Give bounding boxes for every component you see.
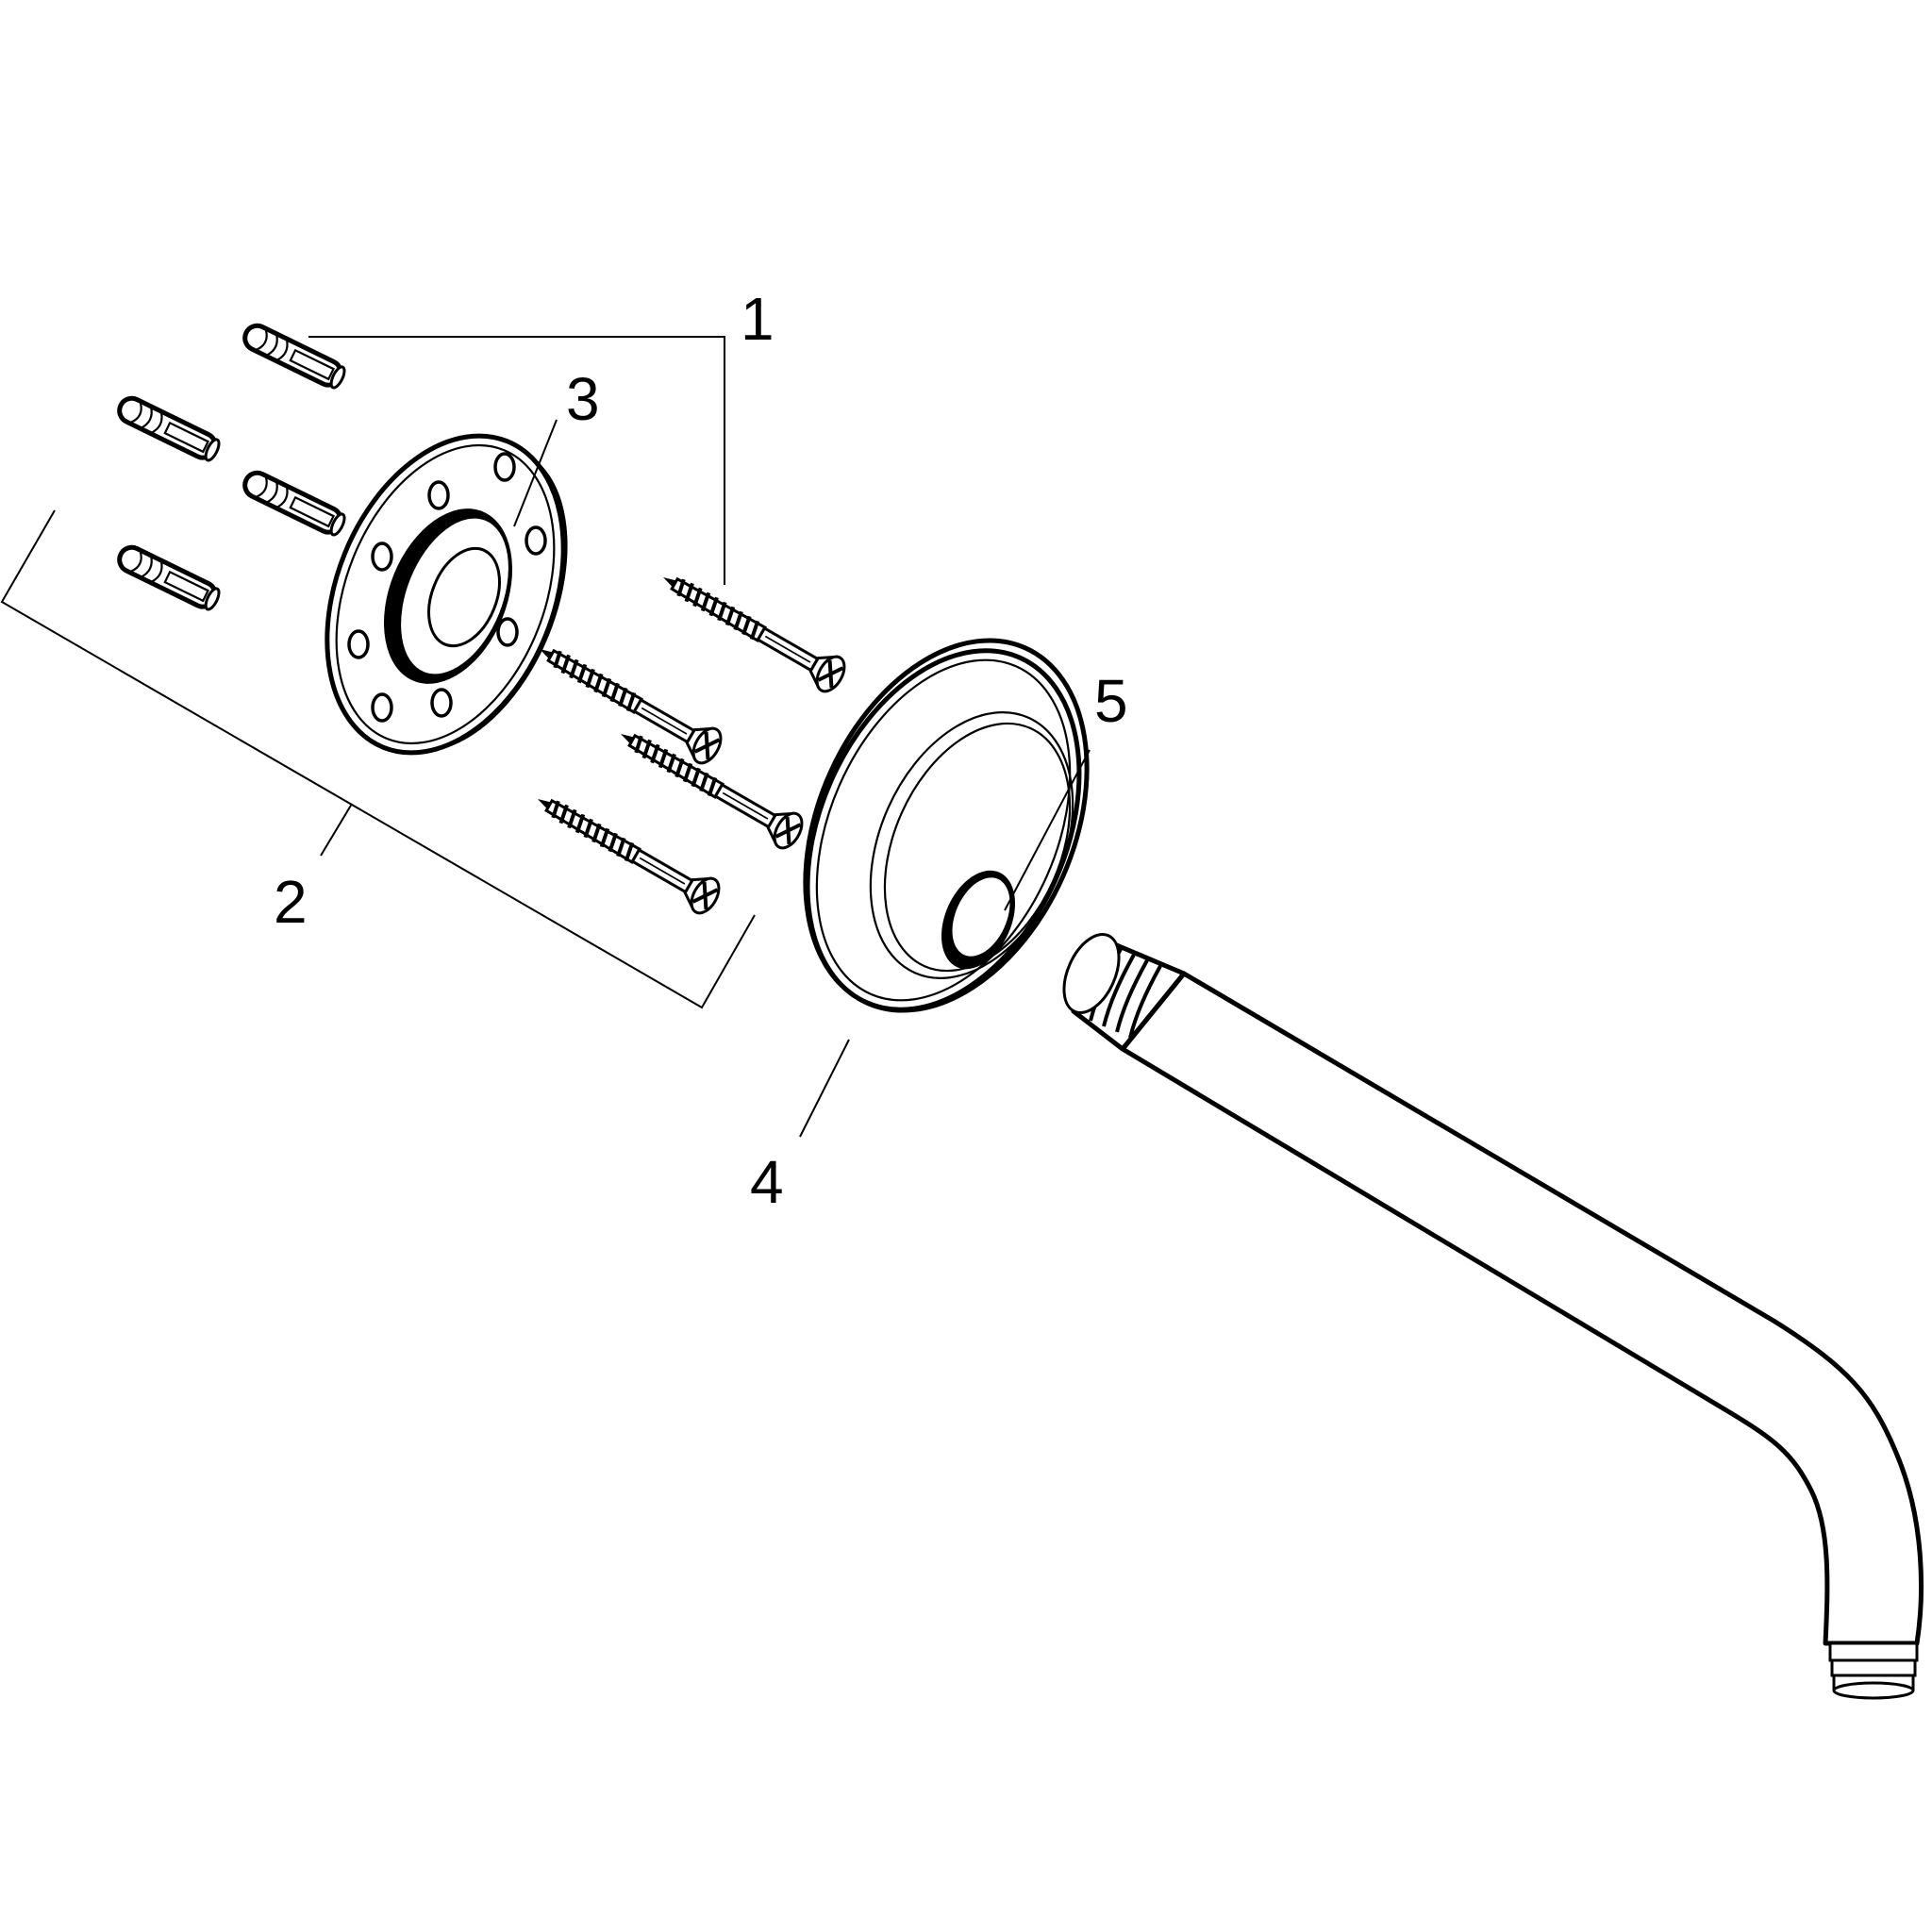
- dowel-3: [241, 469, 347, 538]
- dowel-2: [115, 394, 222, 463]
- dowel-4: [115, 543, 222, 612]
- shower-arm: [1062, 933, 1924, 1700]
- screw-1: [652, 558, 852, 698]
- callout-3-leader: [513, 419, 558, 527]
- callout-1-leader: [308, 336, 725, 585]
- callout-2-label: 2: [274, 868, 308, 936]
- mounting-plate: [325, 433, 568, 756]
- callout-5-leader: [1004, 749, 1091, 911]
- callout-5-label: 5: [1094, 667, 1128, 735]
- dowel-1: [241, 322, 347, 391]
- callout-2-bracket: [0, 509, 756, 1009]
- outlet-thread: [1828, 1641, 1919, 1700]
- callout-4-label: 4: [750, 1148, 784, 1216]
- callout-1-label: 1: [741, 285, 774, 353]
- callout-3-label: 3: [566, 365, 600, 433]
- screw-4: [526, 780, 726, 920]
- thread-end: [1062, 933, 1187, 1052]
- callout-4-leader: [799, 1039, 850, 1138]
- rosette: [803, 638, 1090, 1013]
- screw-2: [528, 630, 728, 770]
